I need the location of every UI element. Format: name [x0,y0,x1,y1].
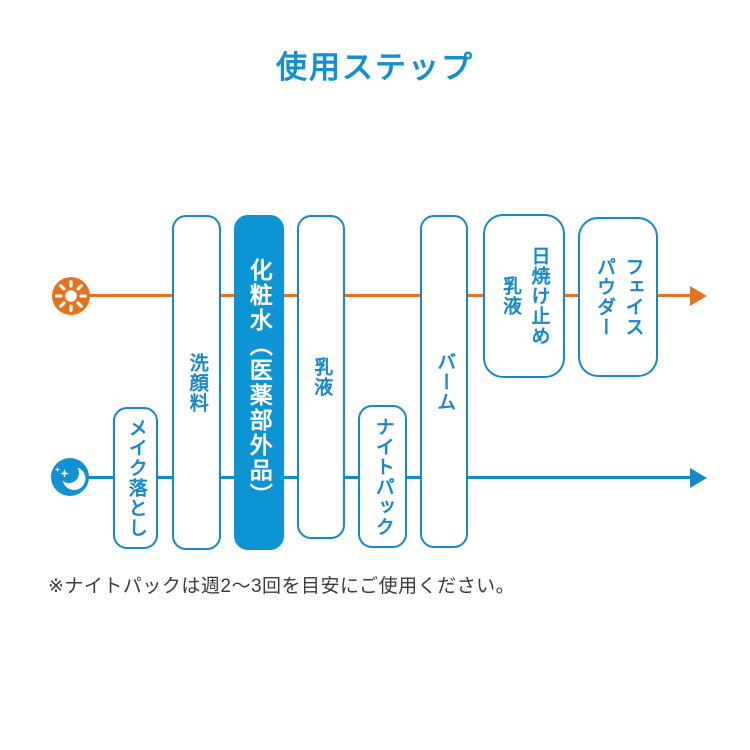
sun-icon [52,277,90,315]
step-makeup-remover: メイク落とし [113,407,158,549]
step-lotion-label: 化粧水（医薬部外品） [246,257,273,508]
day-flow-line [76,294,691,297]
step-lotion: 化粧水（医薬部外品） [234,215,284,550]
step-balm: バーム [420,215,468,548]
step-balm-label: バーム [434,351,456,412]
usage-note: ※ナイトパックは週2〜3回を目安にご使用ください。 [48,576,516,597]
step-night-pack-label: ナイトパック [372,416,394,537]
step-face-wash-label: 洗顔料 [186,352,208,413]
step-face-wash: 洗顔料 [172,215,221,550]
step-sunscreen-emulsion: 日焼け止め 乳液 [483,214,565,378]
step-emulsion-label: 乳液 [311,357,333,397]
step-emulsion: 乳液 [297,215,345,539]
day-arrow-icon [690,285,707,306]
night-arrow-icon [690,467,707,488]
step-makeup-remover-label: メイク落とし [125,418,147,538]
step-night-pack: ナイトパック [358,405,407,548]
page-title: 使用ステップ [276,50,474,85]
step-sunscreen-emulsion-label: 日焼け止め 乳液 [500,246,550,346]
moon-icon [51,458,89,496]
step-face-powder: フェイス パウダー [578,217,658,377]
step-face-powder-label: フェイス パウダー [594,257,644,337]
